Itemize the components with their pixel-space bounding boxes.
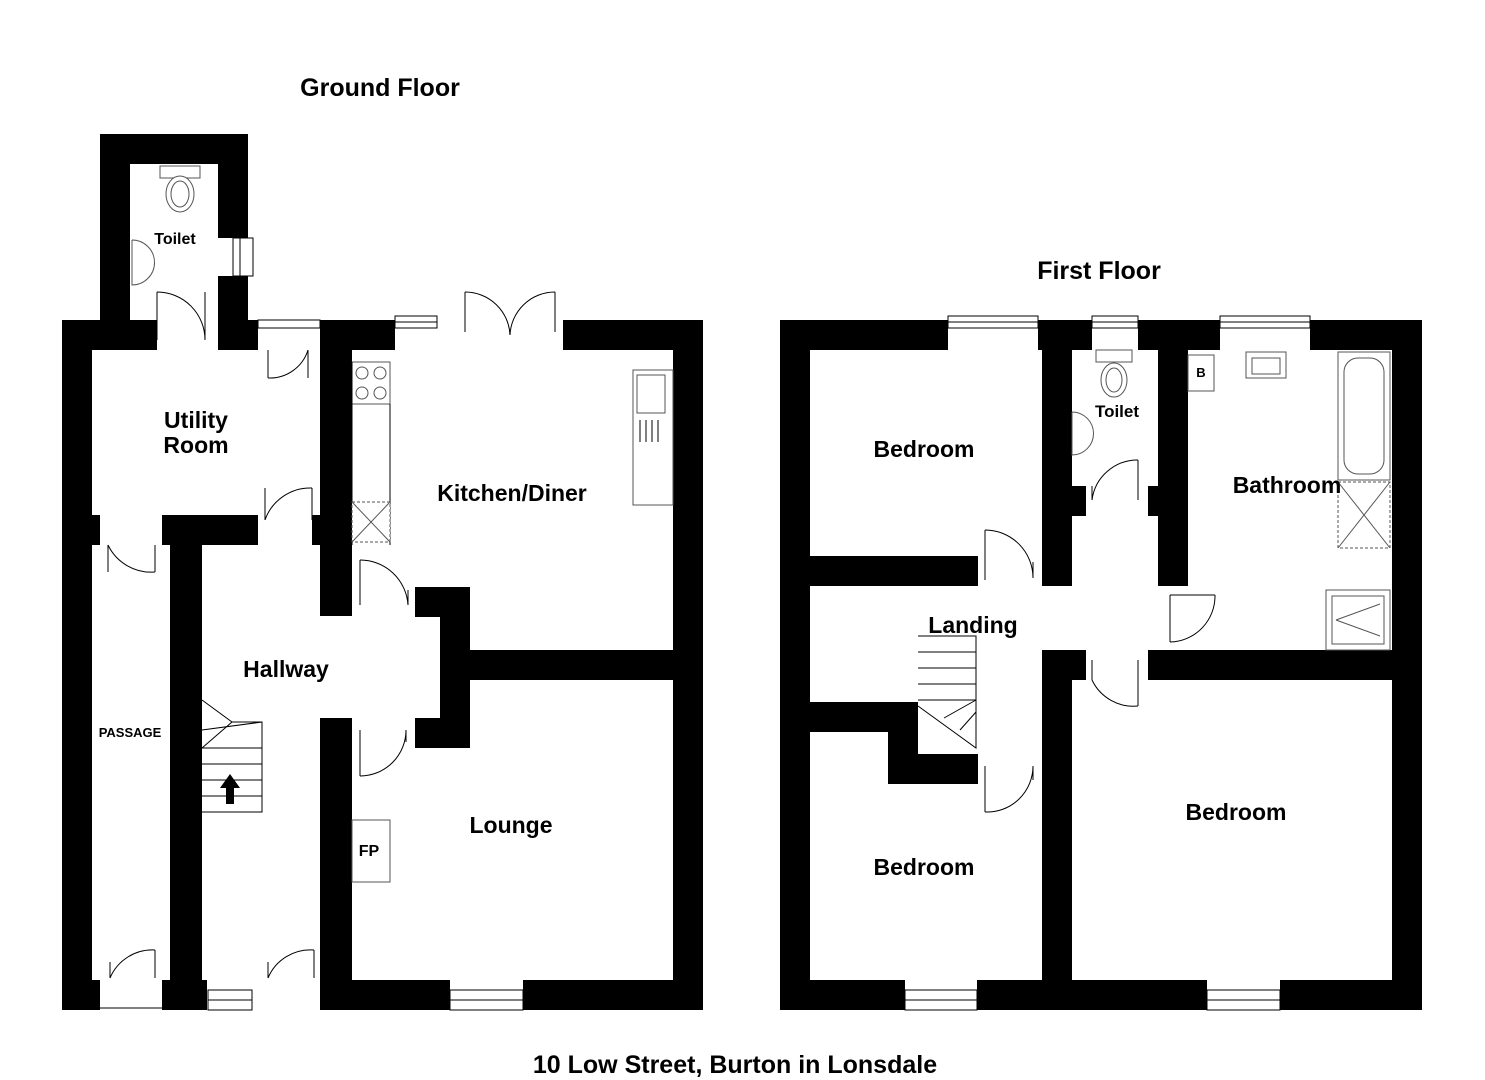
room-label-utility-line2: Room bbox=[163, 432, 228, 458]
ground-floor-windows bbox=[100, 237, 524, 1011]
fireplace-label: FP bbox=[359, 843, 380, 860]
room-label-bedroom-bottom-left: Bedroom bbox=[874, 854, 975, 880]
room-label-kitchen: Kitchen/Diner bbox=[437, 480, 587, 506]
ground-floor-doors bbox=[107, 291, 556, 979]
first-floor-windows bbox=[904, 315, 1311, 1011]
room-label-bedroom-bottom-right: Bedroom bbox=[1186, 799, 1287, 825]
room-label-ground-toilet: Toilet bbox=[154, 231, 196, 248]
stairs-up-arrow-icon bbox=[220, 774, 240, 804]
ground-floor-labels: Ground Floor Toilet Utility Room Kitchen… bbox=[99, 74, 587, 860]
property-address: 10 Low Street, Burton in Lonsdale bbox=[533, 1051, 937, 1079]
ground-floor-title: Ground Floor bbox=[300, 74, 460, 102]
room-label-hallway: Hallway bbox=[243, 656, 329, 682]
boiler-label: B bbox=[1196, 365, 1205, 380]
room-label-utility-line1: Utility bbox=[164, 407, 228, 433]
room-label-landing: Landing bbox=[928, 612, 1017, 638]
room-label-lounge: Lounge bbox=[469, 812, 552, 838]
first-floor-stairs bbox=[917, 635, 977, 749]
first-floor-doors bbox=[984, 459, 1216, 813]
first-floor-walls bbox=[780, 320, 1422, 1010]
room-label-passage: PASSAGE bbox=[99, 725, 162, 740]
room-label-bathroom: Bathroom bbox=[1233, 472, 1342, 498]
room-label-bedroom-top-left: Bedroom bbox=[874, 436, 975, 462]
first-floor-title: First Floor bbox=[1037, 257, 1161, 285]
ground-floor-walls bbox=[62, 134, 703, 1010]
first-floor-labels: First Floor Bedroom Toilet B Bathroom La… bbox=[874, 257, 1342, 880]
room-label-first-toilet: Toilet bbox=[1095, 402, 1139, 421]
first-floor-fixtures bbox=[917, 349, 1391, 749]
ground-floor-fixtures bbox=[131, 165, 674, 883]
